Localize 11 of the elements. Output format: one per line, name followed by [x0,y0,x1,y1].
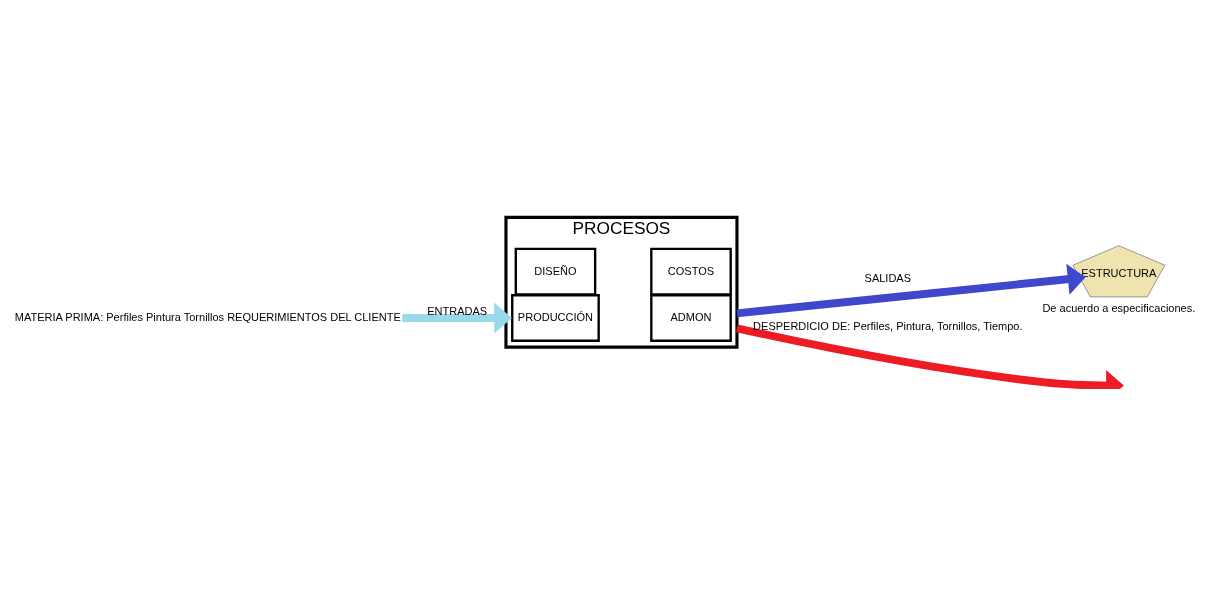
node-label: De acuerdo a especificaciones. [1042,301,1196,314]
node-box: ADMON [650,293,732,342]
edge-label: ENTRADAS [427,304,488,317]
edge-label: DESPERDICIO DE: Perfiles, Pintura, Tornillos, Tiempo. [753,319,1023,332]
arrow [736,323,1124,389]
node-box: COSTOS [650,247,732,296]
node-box: DISEÑO [514,247,597,296]
arrow [736,263,1086,317]
node-box: PRODUCCIÓN [511,293,600,342]
edge-label: SALIDAS [864,271,912,284]
node-text: MATERIA PRIMA: Perfiles Pintura Tornillos REQUERIMIENTOS DEL CLIENTE [14,310,401,323]
